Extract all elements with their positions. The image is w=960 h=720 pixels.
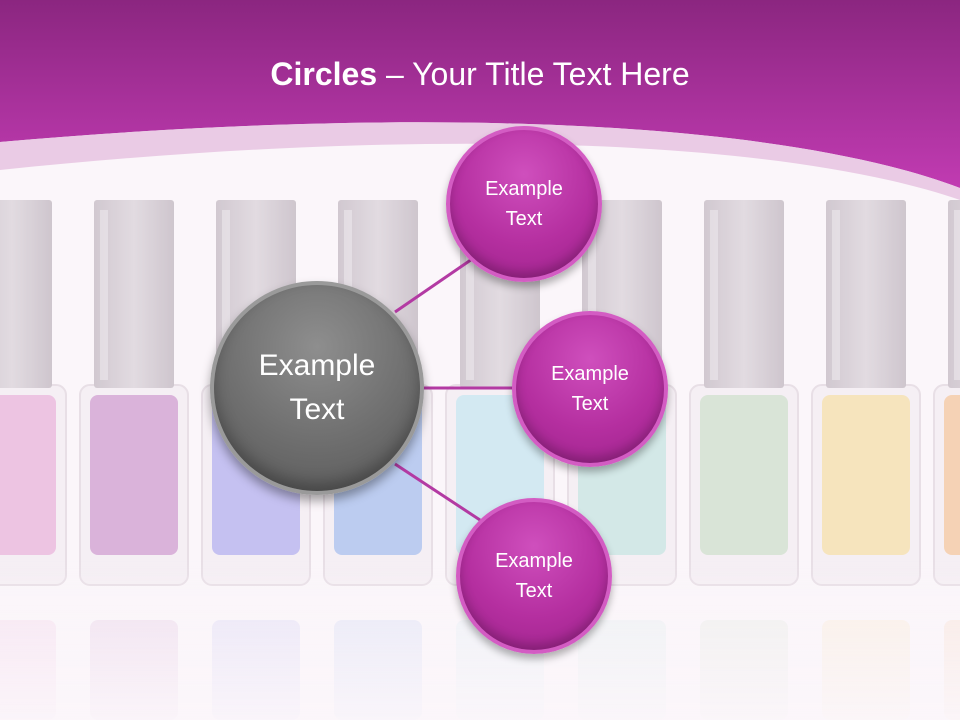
node-circle-1-label: Example Text: [485, 178, 563, 230]
page-title: Circles – Your Title Text Here: [0, 52, 960, 96]
node-circle-1: Example Text: [446, 126, 602, 282]
node-circle-3-label: Example Text: [495, 550, 573, 602]
node-circle-3: Example Text: [456, 498, 612, 654]
connector-3: [394, 462, 481, 522]
polish-bottle: [79, 200, 189, 720]
header-swoosh: [0, 122, 960, 200]
connectors: [394, 253, 516, 522]
connector-1: [394, 253, 479, 314]
node-circle-2-label: Example Text: [551, 363, 629, 415]
node-circle-2: Example Text: [512, 311, 668, 467]
center-circle-label: Example Text: [258, 349, 376, 426]
title-bold: Circles: [270, 56, 378, 92]
title-rest: – Your Title Text Here: [377, 56, 690, 92]
header-band: [0, 0, 960, 188]
center-circle: Example Text: [210, 281, 424, 495]
